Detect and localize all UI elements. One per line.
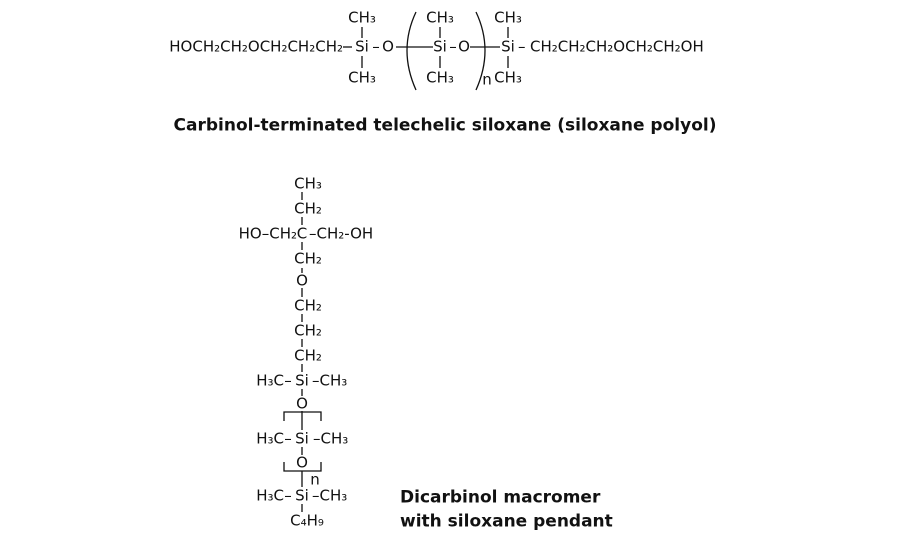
- methyl-right: –CH₃: [313, 429, 349, 448]
- silicon-atom: Si: [295, 429, 309, 448]
- ether-oxygen: O: [296, 271, 308, 290]
- top-caption: Carbinol-terminated telechelic siloxane …: [173, 115, 717, 136]
- left-chain: HOCH₂CH₂OCH₂CH₂CH₂: [169, 37, 343, 56]
- silicon-atom: Si: [295, 486, 309, 505]
- silicon-atom: Si: [295, 371, 309, 390]
- hydroxymethyl-right: –CH₂-OH: [309, 224, 374, 243]
- silicon-atom: Si: [355, 37, 369, 56]
- methyl-right: –CH₃: [312, 486, 348, 505]
- bond-dash: –: [518, 37, 526, 56]
- oxygen-atom: O: [458, 37, 470, 56]
- siloxane-oxygen: O: [296, 394, 308, 413]
- methyl-group: CH₃: [348, 68, 376, 87]
- methyl-group: CH₃: [348, 8, 376, 27]
- repeat-unit-n: n: [482, 70, 492, 89]
- methyl-group: CH₃: [426, 68, 454, 87]
- hydroxymethyl-left: HO–CH₂: [238, 224, 297, 243]
- bond-dash: –: [284, 486, 292, 505]
- oxygen-atom: O: [382, 37, 394, 56]
- methylene-group: CH₂: [294, 296, 322, 315]
- repeat-unit-n: n: [310, 470, 320, 489]
- siloxane-oxygen: O: [296, 453, 308, 472]
- methyl-left: H₃C: [256, 486, 284, 505]
- methyl-left: H₃C: [256, 371, 284, 390]
- methyl-right: –CH₃: [312, 371, 348, 390]
- methylene-group: CH₂: [294, 346, 322, 365]
- methyl-group: CH₃: [426, 8, 454, 27]
- quaternary-carbon: C: [296, 224, 308, 243]
- bond-dash: –: [449, 37, 457, 56]
- methylene-group: CH₂: [294, 199, 322, 218]
- methyl-group: CH₃: [494, 68, 522, 87]
- butyl-group: C₄H₉: [290, 511, 324, 530]
- methyl-left: H₃C: [256, 429, 284, 448]
- bottom-caption-line2: with siloxane pendant: [400, 511, 613, 532]
- methyl-group: CH₃: [294, 174, 322, 193]
- methyl-group: CH₃: [494, 8, 522, 27]
- bond-dash: –: [372, 37, 380, 56]
- silicon-atom: Si: [433, 37, 447, 56]
- silicon-atom: Si: [501, 37, 515, 56]
- bottom-caption-line1: Dicarbinol macromer: [400, 487, 601, 508]
- bond-dash: –: [284, 429, 292, 448]
- methylene-group: CH₂: [294, 249, 322, 268]
- methylene-group: CH₂: [294, 321, 322, 340]
- bond-dash: –: [284, 371, 292, 390]
- right-chain: CH₂CH₂CH₂OCH₂CH₂OH: [530, 37, 704, 56]
